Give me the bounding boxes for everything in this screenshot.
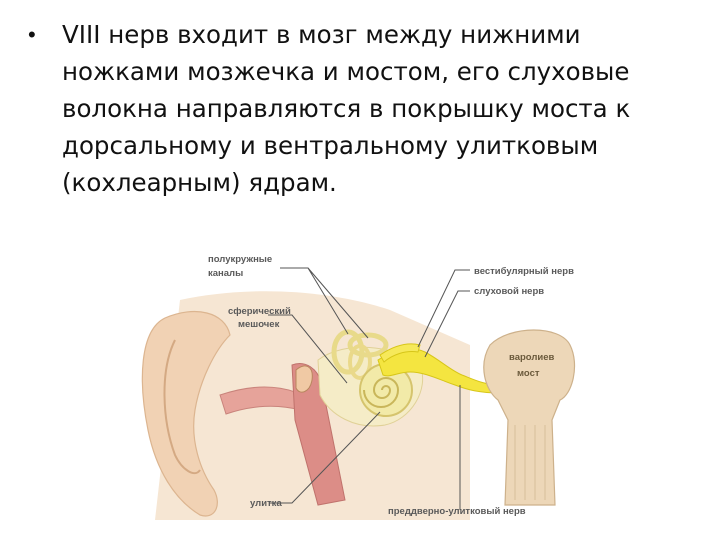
label-semicircular-canals-1: полукружные	[208, 254, 272, 265]
label-vestibular-nerve: вестибулярный нерв	[474, 266, 574, 277]
label-pons-2: мост	[517, 368, 540, 379]
label-saccule-2: мешочек	[238, 319, 280, 330]
label-cochlea: улитка	[250, 498, 282, 509]
label-auditory-nerve: слуховой нерв	[474, 286, 544, 297]
label-vestibulocochlear-nerve: преддверно-улитковый нерв	[388, 506, 526, 517]
label-semicircular-canals-2: каналы	[208, 268, 243, 279]
label-pons-1: варолиев	[509, 352, 555, 363]
label-saccule-1: сферический	[228, 306, 291, 317]
